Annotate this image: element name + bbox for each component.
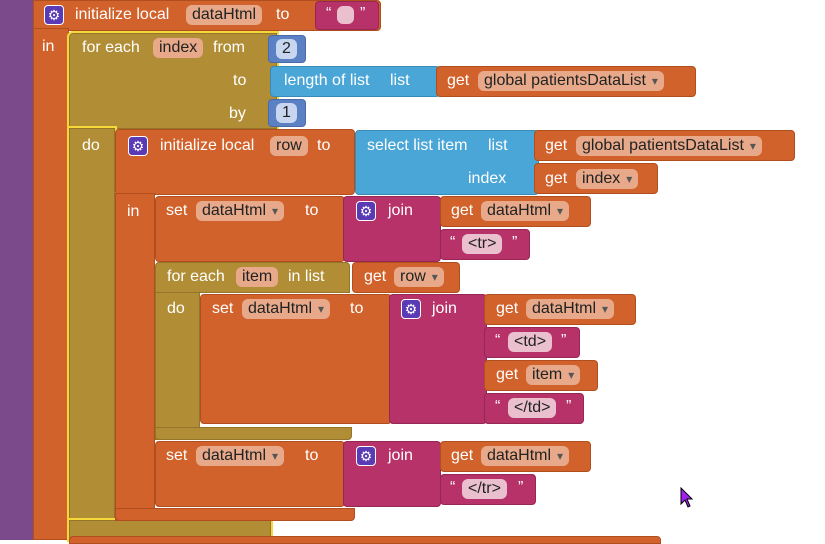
- select-list-item-label: select list item: [367, 137, 468, 154]
- index-label-select: index: [468, 170, 507, 187]
- select-list-item-block[interactable]: [355, 130, 539, 195]
- global-patients-dropdown-1[interactable]: global patientsDataList: [478, 71, 664, 91]
- item-var-name[interactable]: item: [236, 267, 279, 287]
- gear-icon[interactable]: ⚙: [44, 5, 64, 25]
- quote-open: “: [450, 234, 456, 251]
- get-label-1: get: [447, 72, 470, 89]
- quote-open: “: [495, 332, 501, 349]
- td-string-value[interactable]: <td>: [508, 332, 553, 352]
- next-block-partial[interactable]: [69, 536, 661, 544]
- to-label: to: [276, 6, 290, 23]
- get-label-item: get: [496, 366, 519, 383]
- initialize-local-label: initialize local: [75, 6, 170, 23]
- dataHtml-var-name[interactable]: dataHtml: [186, 5, 263, 25]
- tr-string-value[interactable]: <tr>: [462, 234, 503, 254]
- initialize-local-row-bottom[interactable]: [115, 508, 355, 521]
- to-label-set1: to: [305, 202, 319, 219]
- quote-open: “: [495, 398, 501, 415]
- from-number-value[interactable]: 2: [276, 39, 297, 59]
- get-label-index: get: [545, 170, 568, 187]
- initialize-local-dataHtml-body[interactable]: [33, 28, 69, 540]
- list-label-length: list: [390, 72, 410, 89]
- in-label: in: [42, 38, 55, 55]
- initialize-local-row-label: initialize local: [160, 137, 255, 154]
- dataHtml-dropdown-get3[interactable]: dataHtml: [481, 446, 570, 466]
- row-var-name[interactable]: row: [270, 136, 308, 156]
- row-dropdown[interactable]: row: [394, 267, 444, 287]
- quote-open: “: [326, 5, 332, 22]
- to-label-range: to: [233, 72, 247, 89]
- do-label-item: do: [167, 300, 185, 317]
- to-label-row: to: [317, 137, 331, 154]
- empty-string-value[interactable]: [337, 6, 354, 24]
- length-of-list-label: length of list: [284, 72, 370, 89]
- join-label-2: join: [432, 300, 457, 317]
- dataHtml-dropdown-set2[interactable]: dataHtml: [242, 299, 331, 319]
- quote-close: ”: [561, 332, 567, 349]
- dataHtml-dropdown-set3[interactable]: dataHtml: [196, 446, 285, 466]
- to-label-set3: to: [305, 447, 319, 464]
- list-label-select: list: [488, 137, 508, 154]
- quote-close: ”: [566, 398, 572, 415]
- gear-icon[interactable]: ⚙: [401, 299, 421, 319]
- quote-open: “: [450, 479, 456, 496]
- length-of-list-block[interactable]: [270, 66, 440, 97]
- join-block-1[interactable]: [343, 196, 441, 262]
- set-label-3: set: [166, 447, 188, 464]
- workspace-left-strip: [0, 0, 33, 540]
- initialize-local-row-body[interactable]: [115, 193, 155, 521]
- get-label-set1: get: [451, 202, 474, 219]
- item-dropdown[interactable]: item: [526, 365, 581, 385]
- gear-icon[interactable]: ⚙: [356, 446, 376, 466]
- initialize-local-row-block[interactable]: [115, 129, 355, 195]
- dataHtml-dropdown-get2[interactable]: dataHtml: [526, 299, 615, 319]
- gear-icon[interactable]: ⚙: [128, 136, 148, 156]
- index-dropdown[interactable]: index: [576, 169, 639, 189]
- for-each-item-bottom[interactable]: [155, 427, 352, 440]
- for-range-body[interactable]: [67, 126, 117, 530]
- for-each-label: for each: [82, 39, 140, 56]
- from-label: from: [213, 39, 245, 56]
- to-label-set2: to: [350, 300, 364, 317]
- in-list-label: in list: [288, 268, 325, 285]
- dataHtml-dropdown-get1[interactable]: dataHtml: [481, 201, 570, 221]
- for-each-item-body[interactable]: [155, 292, 200, 440]
- by-label: by: [229, 105, 246, 122]
- get-label-row: get: [364, 268, 387, 285]
- dataHtml-dropdown-set1[interactable]: dataHtml: [196, 201, 285, 221]
- get-label-set3: get: [451, 447, 474, 464]
- index-var-name[interactable]: index: [153, 38, 204, 58]
- get-label-set2: get: [496, 300, 519, 317]
- quote-close: ”: [360, 5, 366, 22]
- close-tr-string-value[interactable]: </tr>: [462, 479, 507, 499]
- join-label-3: join: [388, 447, 413, 464]
- get-label-2: get: [545, 137, 568, 154]
- set-label-1: set: [166, 202, 188, 219]
- for-each-item-label: for each: [167, 268, 225, 285]
- mouse-pointer-icon: [680, 487, 694, 508]
- close-td-string-value[interactable]: </td>: [508, 398, 557, 418]
- in-label-row: in: [127, 203, 140, 220]
- set-label-2: set: [212, 300, 234, 317]
- global-patients-dropdown-2[interactable]: global patientsDataList: [576, 136, 762, 156]
- join-label-1: join: [388, 202, 413, 219]
- quote-close: ”: [518, 479, 524, 496]
- quote-close: ”: [512, 234, 518, 251]
- do-label: do: [82, 137, 100, 154]
- by-number-value[interactable]: 1: [276, 103, 297, 123]
- gear-icon[interactable]: ⚙: [356, 201, 376, 221]
